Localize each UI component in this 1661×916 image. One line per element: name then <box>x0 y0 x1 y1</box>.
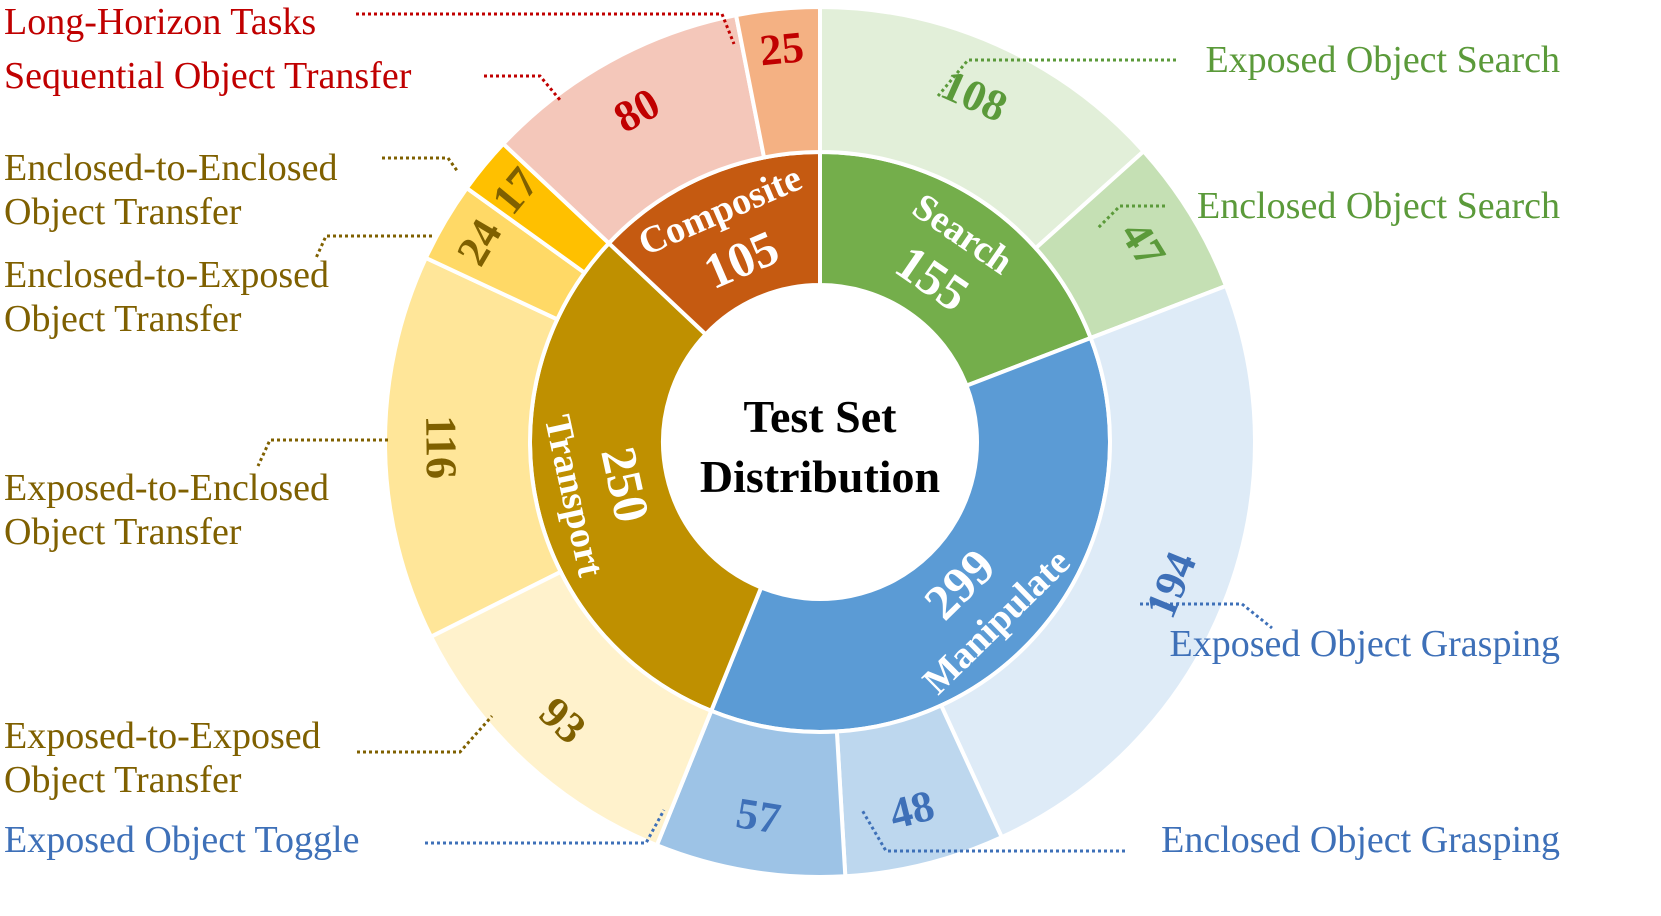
category-label-exposed-object-toggle: Exposed Object Toggle <box>4 819 359 861</box>
center-title-line-1: Test Set <box>744 391 898 442</box>
leader-line-long-horizon-tasks <box>356 12 736 45</box>
center-hole <box>663 285 977 599</box>
leader-line-enclosed-to-enclosed-object-transfer <box>382 156 460 173</box>
category-label-sequential-object-transfer: Sequential Object Transfer <box>4 55 412 97</box>
category-label-long-horizon-tasks: Long-Horizon Tasks <box>4 1 316 43</box>
leader-line-exposed-to-enclosed-object-transfer <box>256 438 388 467</box>
wedges-layer <box>383 4 1257 879</box>
category-label-enclosed-object-search: Enclosed Object Search <box>1197 185 1560 227</box>
outer-wedge-exposed-object-grasping <box>938 283 1257 840</box>
outer-value-exposed-object-toggle: 57 <box>733 788 784 843</box>
leader-line-enclosed-object-search <box>1096 204 1165 230</box>
leader-line-enclosed-object-grasping <box>860 809 1125 853</box>
outer-value-exposed-to-enclosed-object-transfer: 116 <box>416 415 466 479</box>
center-title-line-2: Distribution <box>700 451 940 502</box>
leader-line-exposed-to-exposed-object-transfer <box>357 715 494 754</box>
outer-value-long-horizon-tasks: 25 <box>757 22 806 75</box>
outer-wedge-long-horizon-tasks <box>733 4 822 160</box>
category-label-exposed-object-grasping: Exposed Object Grasping <box>1170 623 1560 665</box>
leader-line-exposed-object-grasping <box>1140 602 1273 630</box>
leader-lines-layer <box>256 12 1273 853</box>
leader-line-enclosed-to-exposed-object-transfer <box>314 234 432 259</box>
category-label-enclosed-object-grasping: Enclosed Object Grasping <box>1161 819 1560 861</box>
leader-line-exposed-object-toggle <box>425 809 666 845</box>
category-label-exposed-object-search: Exposed Object Search <box>1205 39 1560 81</box>
leader-line-sequential-object-transfer <box>484 74 562 101</box>
